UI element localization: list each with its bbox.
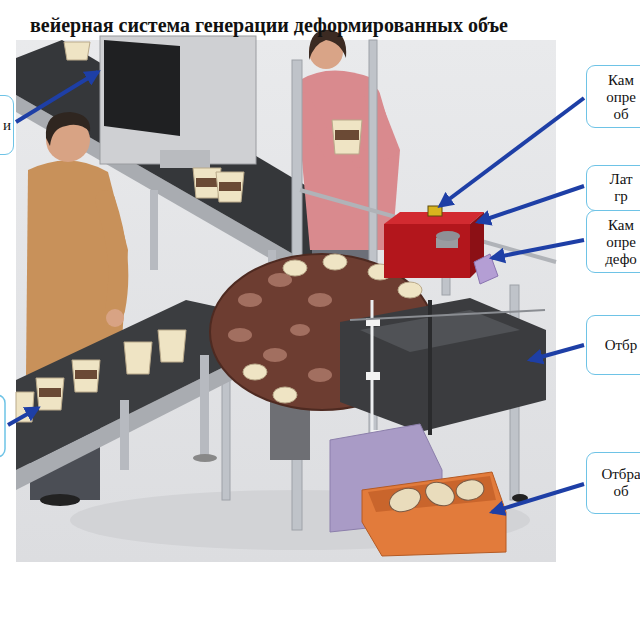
dispenser-machine bbox=[100, 36, 256, 168]
callout-text-wrap: Кам опре дефо bbox=[587, 216, 640, 267]
sensor-rod bbox=[300, 190, 556, 284]
callout-label: Лат гр bbox=[610, 171, 633, 205]
reject-bin bbox=[362, 472, 528, 556]
render-background bbox=[16, 40, 556, 562]
callout-text-wrap: Лат гр bbox=[587, 171, 640, 205]
callout-box: Кам опре об bbox=[586, 65, 640, 128]
page-title: вейерная система генерации деформированн… bbox=[30, 13, 508, 37]
callout-label: Кам опре дефо bbox=[605, 216, 637, 267]
rejection-gantry bbox=[340, 298, 546, 440]
callout-text-wrap: Отбр bbox=[587, 336, 640, 354]
callout-text-wrap: Кам опре об bbox=[587, 71, 640, 122]
callout-label: Отбр bbox=[605, 337, 638, 354]
callout-label: Кам опре об bbox=[606, 71, 636, 122]
callout-label: Отбра об bbox=[601, 466, 640, 500]
cups-lower bbox=[16, 330, 186, 422]
callout-box: Кам опре дефо bbox=[586, 210, 640, 273]
callout-box: Отбра об bbox=[586, 452, 640, 514]
callout-text-wrap: Отбра об bbox=[587, 466, 640, 500]
leader-arrows bbox=[8, 72, 584, 512]
callout-box: Отбр bbox=[586, 315, 640, 375]
callout-box: и bbox=[0, 95, 14, 155]
callout-box: Лат гр bbox=[586, 165, 640, 211]
callout-text-wrap: и bbox=[1, 116, 13, 134]
callout-label: и bbox=[3, 117, 11, 134]
callout-box bbox=[0, 395, 5, 457]
